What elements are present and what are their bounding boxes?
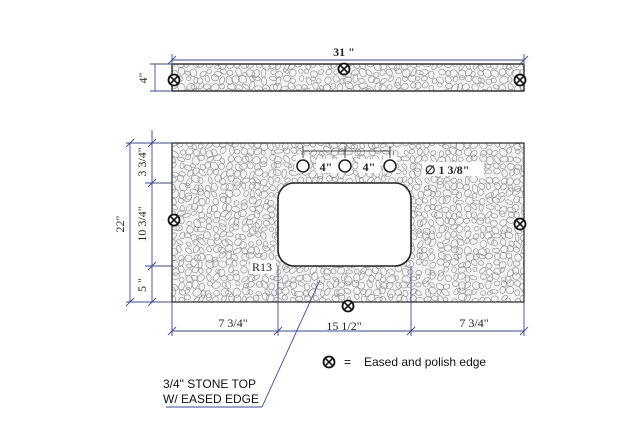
hole-diameter-label: ∅ 1 3/8" xyxy=(425,163,469,177)
callout-line-1: 3/4" STONE TOP xyxy=(163,377,256,391)
eased-edge-marker-icon xyxy=(167,73,181,87)
faucet-hole xyxy=(383,159,397,173)
callout-leader xyxy=(166,279,321,408)
depth-top-segment-label: 3 3/4" xyxy=(135,147,149,176)
eased-edge-legend-icon xyxy=(322,355,336,369)
legend-equals: = xyxy=(344,355,351,369)
callout-line-2: W/ EASED EDGE xyxy=(163,392,259,406)
backsplash xyxy=(171,63,525,92)
overall-depth-label: 22" xyxy=(113,215,127,232)
faucet-holes xyxy=(296,155,397,173)
corner-radius-label: R13 xyxy=(252,260,272,274)
eased-edge-marker-icon xyxy=(513,73,527,87)
backsplash-height-label: 4" xyxy=(136,72,150,83)
depth-dimension-lines xyxy=(125,130,172,307)
width-right-label: 7 3/4" xyxy=(459,316,488,330)
faucet-spacing-left-label: 4" xyxy=(320,160,333,174)
faucet-hole xyxy=(296,159,310,173)
eased-edge-marker-icon xyxy=(337,62,351,76)
legend-text: Eased and polish edge xyxy=(364,355,486,369)
eased-edge-marker-icon xyxy=(513,217,527,231)
faucet-spacing-dimension xyxy=(302,146,391,158)
eased-edge-marker-icon xyxy=(167,213,181,227)
width-center-label: 15 1/2" xyxy=(326,319,361,333)
sink-cutout xyxy=(277,182,412,267)
faucet-spacing-right-label: 4" xyxy=(363,160,376,174)
backsplash-width-label: 31 " xyxy=(333,45,355,59)
width-dimension-lines xyxy=(167,266,529,336)
depth-bottom-segment-label: 5 " xyxy=(135,278,149,292)
depth-mid-segment-label: 10 3/4" xyxy=(135,206,149,241)
backsplash-height-dimension xyxy=(150,63,172,92)
width-left-label: 7 3/4" xyxy=(218,316,247,330)
eased-edge-marker-icon xyxy=(341,299,355,313)
faucet-hole xyxy=(338,159,352,173)
